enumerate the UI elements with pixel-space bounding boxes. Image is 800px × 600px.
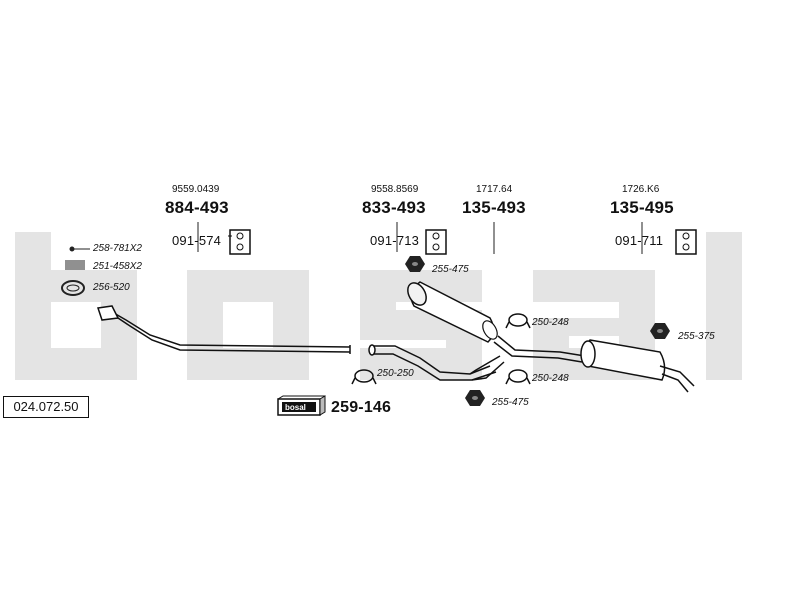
nut-part-number[interactable]: 255-475 <box>432 264 469 275</box>
group-ref: 9558.8569 <box>371 184 419 195</box>
hanger-part-number[interactable]: 091-713 <box>370 233 420 248</box>
gasket-part-number[interactable]: 256-520 <box>93 282 130 293</box>
hanger-part-number[interactable]: 091-711 <box>615 233 664 248</box>
bolt-part-number[interactable]: 258-781X2 <box>93 243 142 254</box>
clamp-part-number[interactable]: 250-248 <box>532 373 569 384</box>
group-ref: 1717.64 <box>476 184 513 195</box>
rear-pipe <box>493 335 586 363</box>
rear-silencer <box>580 339 695 393</box>
nut-part-number[interactable]: 255-375 <box>678 331 715 342</box>
part-number[interactable]: 833-493 <box>362 198 426 217</box>
group-ref: 9559.0439 <box>172 184 220 195</box>
gasket-icon <box>61 280 85 296</box>
nut-icon <box>405 256 425 272</box>
rubber-hanger-3 <box>675 229 697 255</box>
spring-part-number[interactable]: 251-458X2 <box>93 261 142 272</box>
leader-lines <box>197 222 643 254</box>
front-pipe <box>97 305 351 354</box>
part-number[interactable]: 135-495 <box>610 198 674 217</box>
middle-pipe <box>368 344 505 381</box>
part-number[interactable]: 884-493 <box>165 198 229 217</box>
nut-icon <box>465 390 485 406</box>
clamp-part-number[interactable]: 250-250 <box>377 368 414 379</box>
kit-logo-box <box>277 395 326 416</box>
clamp-icon <box>351 369 377 385</box>
catalog-number-box: 024.072.50 <box>3 396 89 418</box>
clamp-icon <box>505 313 531 329</box>
part-number[interactable]: 135-493 <box>462 198 526 217</box>
kit-part-number[interactable]: 259-146 <box>331 399 392 416</box>
rubber-hanger-1 <box>228 229 251 255</box>
clamp-icon <box>505 369 531 385</box>
bolt-icon <box>69 246 90 252</box>
kit-logo-text: bosal <box>285 403 306 412</box>
clamp-part-number[interactable]: 250-248 <box>532 317 569 328</box>
nut-icon <box>650 323 670 339</box>
hanger-part-number[interactable]: 091-574 <box>172 233 222 248</box>
nut-part-number[interactable]: 255-475 <box>492 397 529 408</box>
rubber-hanger-2 <box>425 229 447 255</box>
group-ref: 1726.K6 <box>622 184 660 195</box>
front-silencer <box>407 281 498 343</box>
spring-icon <box>65 260 85 270</box>
